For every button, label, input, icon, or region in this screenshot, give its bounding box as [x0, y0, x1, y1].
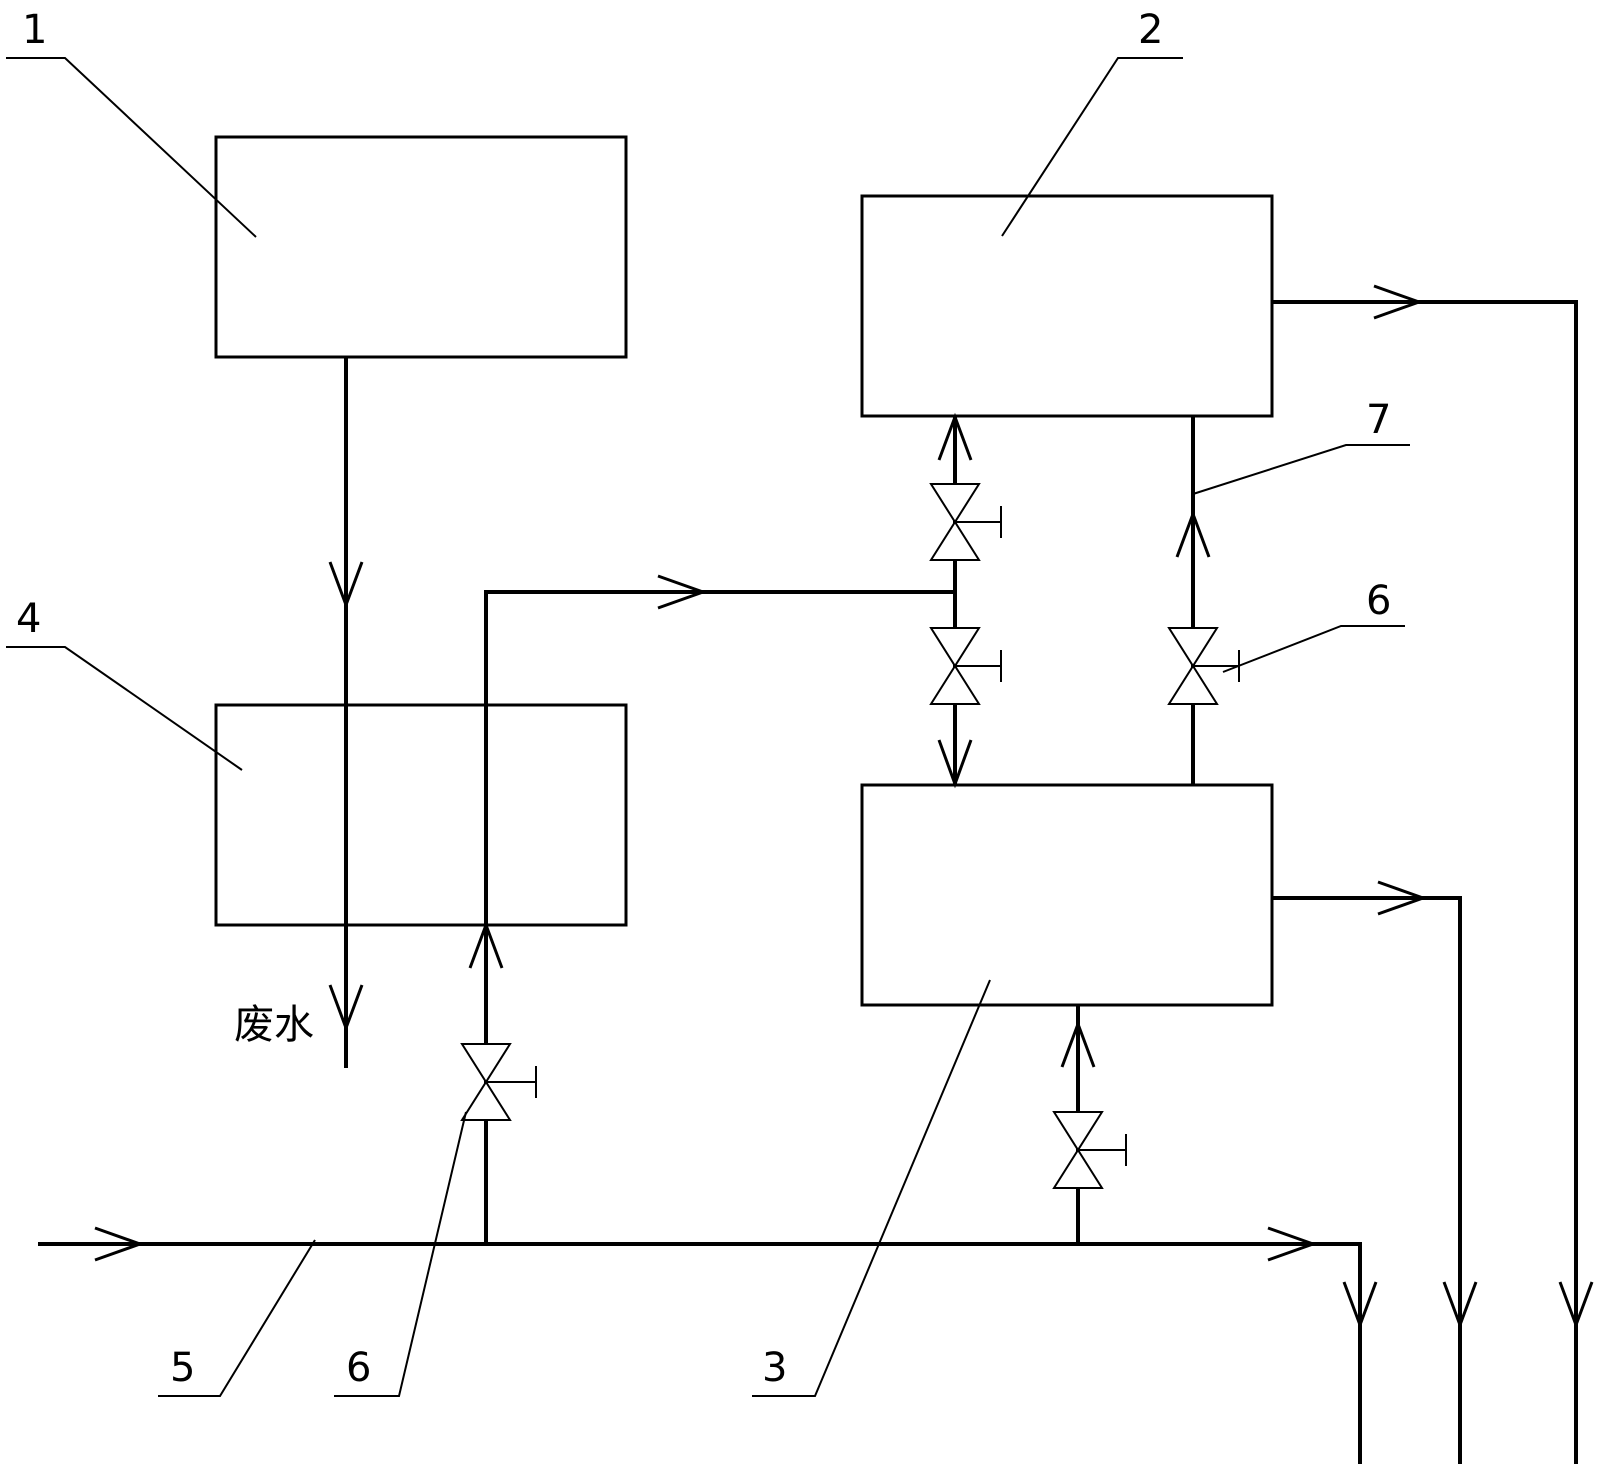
label-6-right: 6 — [1366, 578, 1391, 624]
equipment-3-box — [860, 783, 1274, 1007]
equipment-2-box — [860, 194, 1274, 418]
label-6-left: 6 — [346, 1345, 371, 1391]
leader-6-left — [334, 1111, 467, 1397]
label-7: 7 — [1366, 397, 1391, 443]
arrow-down — [1342, 1281, 1378, 1330]
label-3: 3 — [762, 1345, 787, 1391]
arrow-up — [1175, 509, 1211, 558]
leader-6-right — [1222, 625, 1405, 673]
label-4: 4 — [16, 596, 41, 642]
arrow-down — [328, 561, 364, 610]
pipe-outlet-2 — [1272, 300, 1578, 1464]
pipe-branch-through-4 — [484, 590, 955, 1244]
leader-1 — [6, 57, 257, 238]
pipes — [38, 300, 1578, 1464]
equipment-4-box — [214, 703, 628, 927]
arrow-right — [1267, 1226, 1318, 1262]
label-2: 2 — [1138, 7, 1163, 53]
valve-icon — [1167, 627, 1240, 705]
wastewater-label: 废水 — [234, 1002, 314, 1048]
leader-2 — [1001, 57, 1183, 237]
valve-icon — [929, 483, 1002, 561]
arrow-up — [1060, 1019, 1096, 1068]
arrow-right — [1373, 284, 1424, 320]
leader-7 — [1192, 444, 1410, 495]
pipe-outlet-3 — [1272, 896, 1462, 1464]
leader-4 — [6, 646, 243, 771]
arrow-down — [1558, 1281, 1594, 1330]
valve-icon — [929, 627, 1002, 705]
valve-icon — [460, 1043, 537, 1121]
arrow-up — [937, 412, 973, 461]
arrow-right — [1377, 880, 1428, 916]
arrow-up — [468, 920, 504, 969]
arrow-right — [94, 1226, 145, 1262]
leader-5 — [158, 1239, 316, 1397]
arrow-right — [657, 574, 708, 610]
label-5: 5 — [170, 1345, 195, 1391]
arrow-down — [328, 984, 364, 1033]
arrow-down — [937, 739, 973, 789]
leader-3 — [752, 979, 991, 1397]
arrow-down — [1442, 1281, 1478, 1330]
leader-lines — [6, 57, 1410, 1397]
flow-arrows — [94, 284, 1594, 1330]
equipment-1-box — [214, 135, 628, 359]
label-1: 1 — [22, 7, 47, 53]
valve-icon — [1052, 1111, 1127, 1189]
